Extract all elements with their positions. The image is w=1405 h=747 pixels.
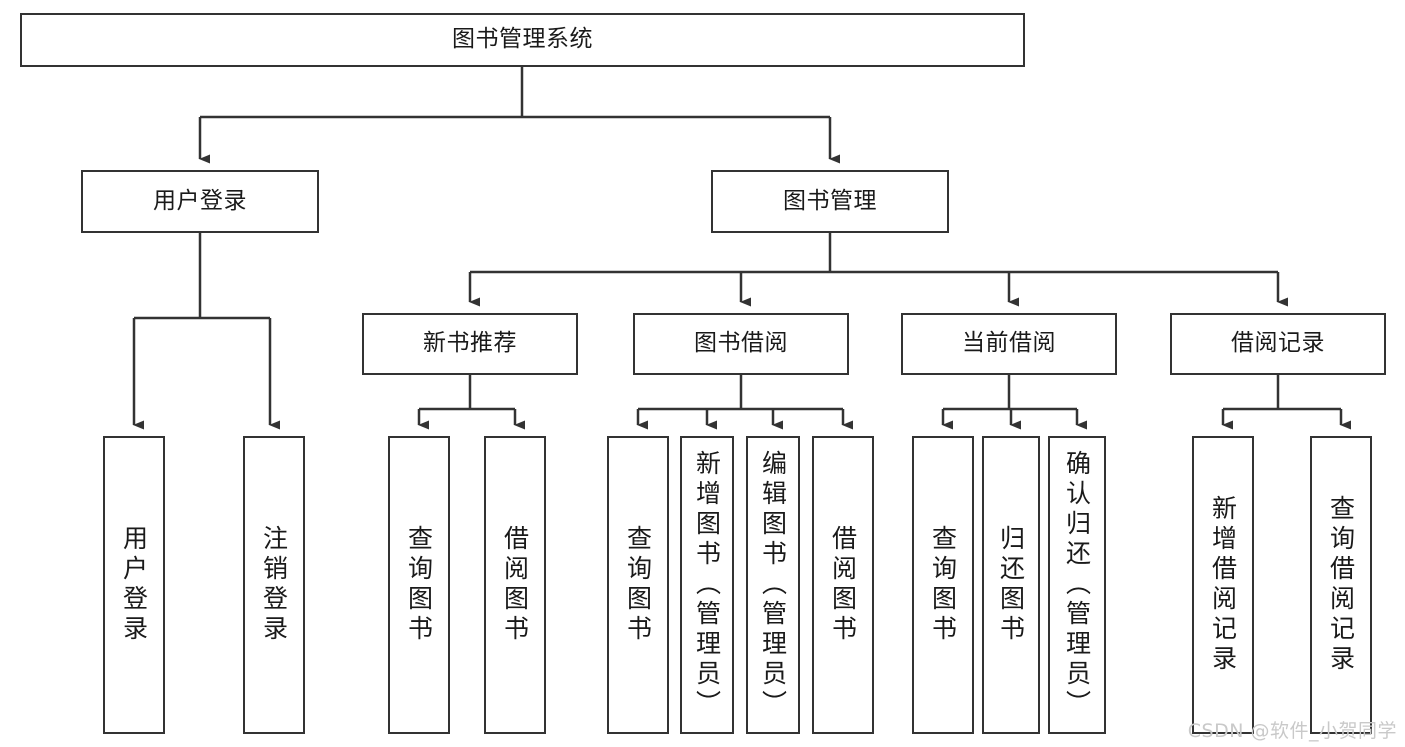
leaf-borrow-book[interactable]: 借阅图书 (812, 436, 874, 734)
leaf-query-book-borrow-label: 查询图书 (623, 525, 653, 645)
leaf-logout-label: 注销登录 (259, 525, 289, 645)
leaf-query-book-current[interactable]: 查询图书 (912, 436, 974, 734)
leaf-confirm-return-admin[interactable]: 确认归还（管理员） (1048, 436, 1106, 734)
leaf-query-book-borrow[interactable]: 查询图书 (607, 436, 669, 734)
leaf-edit-book-admin[interactable]: 编辑图书（管理员） (746, 436, 800, 734)
leaf-query-book-rec-label: 查询图书 (404, 525, 434, 645)
leaf-borrow-book-label: 借阅图书 (828, 525, 858, 645)
node-book-management-label: 图书管理 (783, 187, 877, 214)
leaf-query-borrow-record-label: 查询借阅记录 (1326, 495, 1356, 675)
node-book-management[interactable]: 图书管理 (711, 170, 949, 233)
leaf-add-book-admin[interactable]: 新增图书（管理员） (680, 436, 734, 734)
node-book-borrow[interactable]: 图书借阅 (633, 313, 849, 375)
leaf-return-book-label: 归还图书 (996, 525, 1026, 645)
leaf-add-book-admin-label: 新增图书（管理员） (692, 450, 722, 720)
node-user-login-label: 用户登录 (153, 187, 247, 214)
leaf-return-book[interactable]: 归还图书 (982, 436, 1040, 734)
node-user-login[interactable]: 用户登录 (81, 170, 319, 233)
leaf-user-login[interactable]: 用户登录 (103, 436, 165, 734)
node-book-borrow-label: 图书借阅 (694, 330, 788, 357)
leaf-user-login-label: 用户登录 (119, 525, 149, 645)
leaf-query-book-rec[interactable]: 查询图书 (388, 436, 450, 734)
node-current-borrow-label: 当前借阅 (962, 330, 1056, 357)
node-root-label: 图书管理系统 (452, 26, 593, 53)
leaf-query-book-current-label: 查询图书 (928, 525, 958, 645)
leaf-confirm-return-admin-label: 确认归还（管理员） (1062, 450, 1092, 720)
node-root[interactable]: 图书管理系统 (20, 13, 1025, 67)
leaf-borrow-book-rec-label: 借阅图书 (500, 525, 530, 645)
node-new-book-recommend-label: 新书推荐 (423, 330, 517, 357)
leaf-query-borrow-record[interactable]: 查询借阅记录 (1310, 436, 1372, 734)
leaf-logout[interactable]: 注销登录 (243, 436, 305, 734)
node-new-book-recommend[interactable]: 新书推荐 (362, 313, 578, 375)
node-borrow-record-label: 借阅记录 (1231, 330, 1325, 357)
node-borrow-record[interactable]: 借阅记录 (1170, 313, 1386, 375)
watermark-text: CSDN @软件_小贺同学 (1187, 720, 1397, 742)
node-current-borrow[interactable]: 当前借阅 (901, 313, 1117, 375)
leaf-add-borrow-record-label: 新增借阅记录 (1208, 495, 1238, 675)
leaf-add-borrow-record[interactable]: 新增借阅记录 (1192, 436, 1254, 734)
leaf-edit-book-admin-label: 编辑图书（管理员） (758, 450, 788, 720)
leaf-borrow-book-rec[interactable]: 借阅图书 (484, 436, 546, 734)
